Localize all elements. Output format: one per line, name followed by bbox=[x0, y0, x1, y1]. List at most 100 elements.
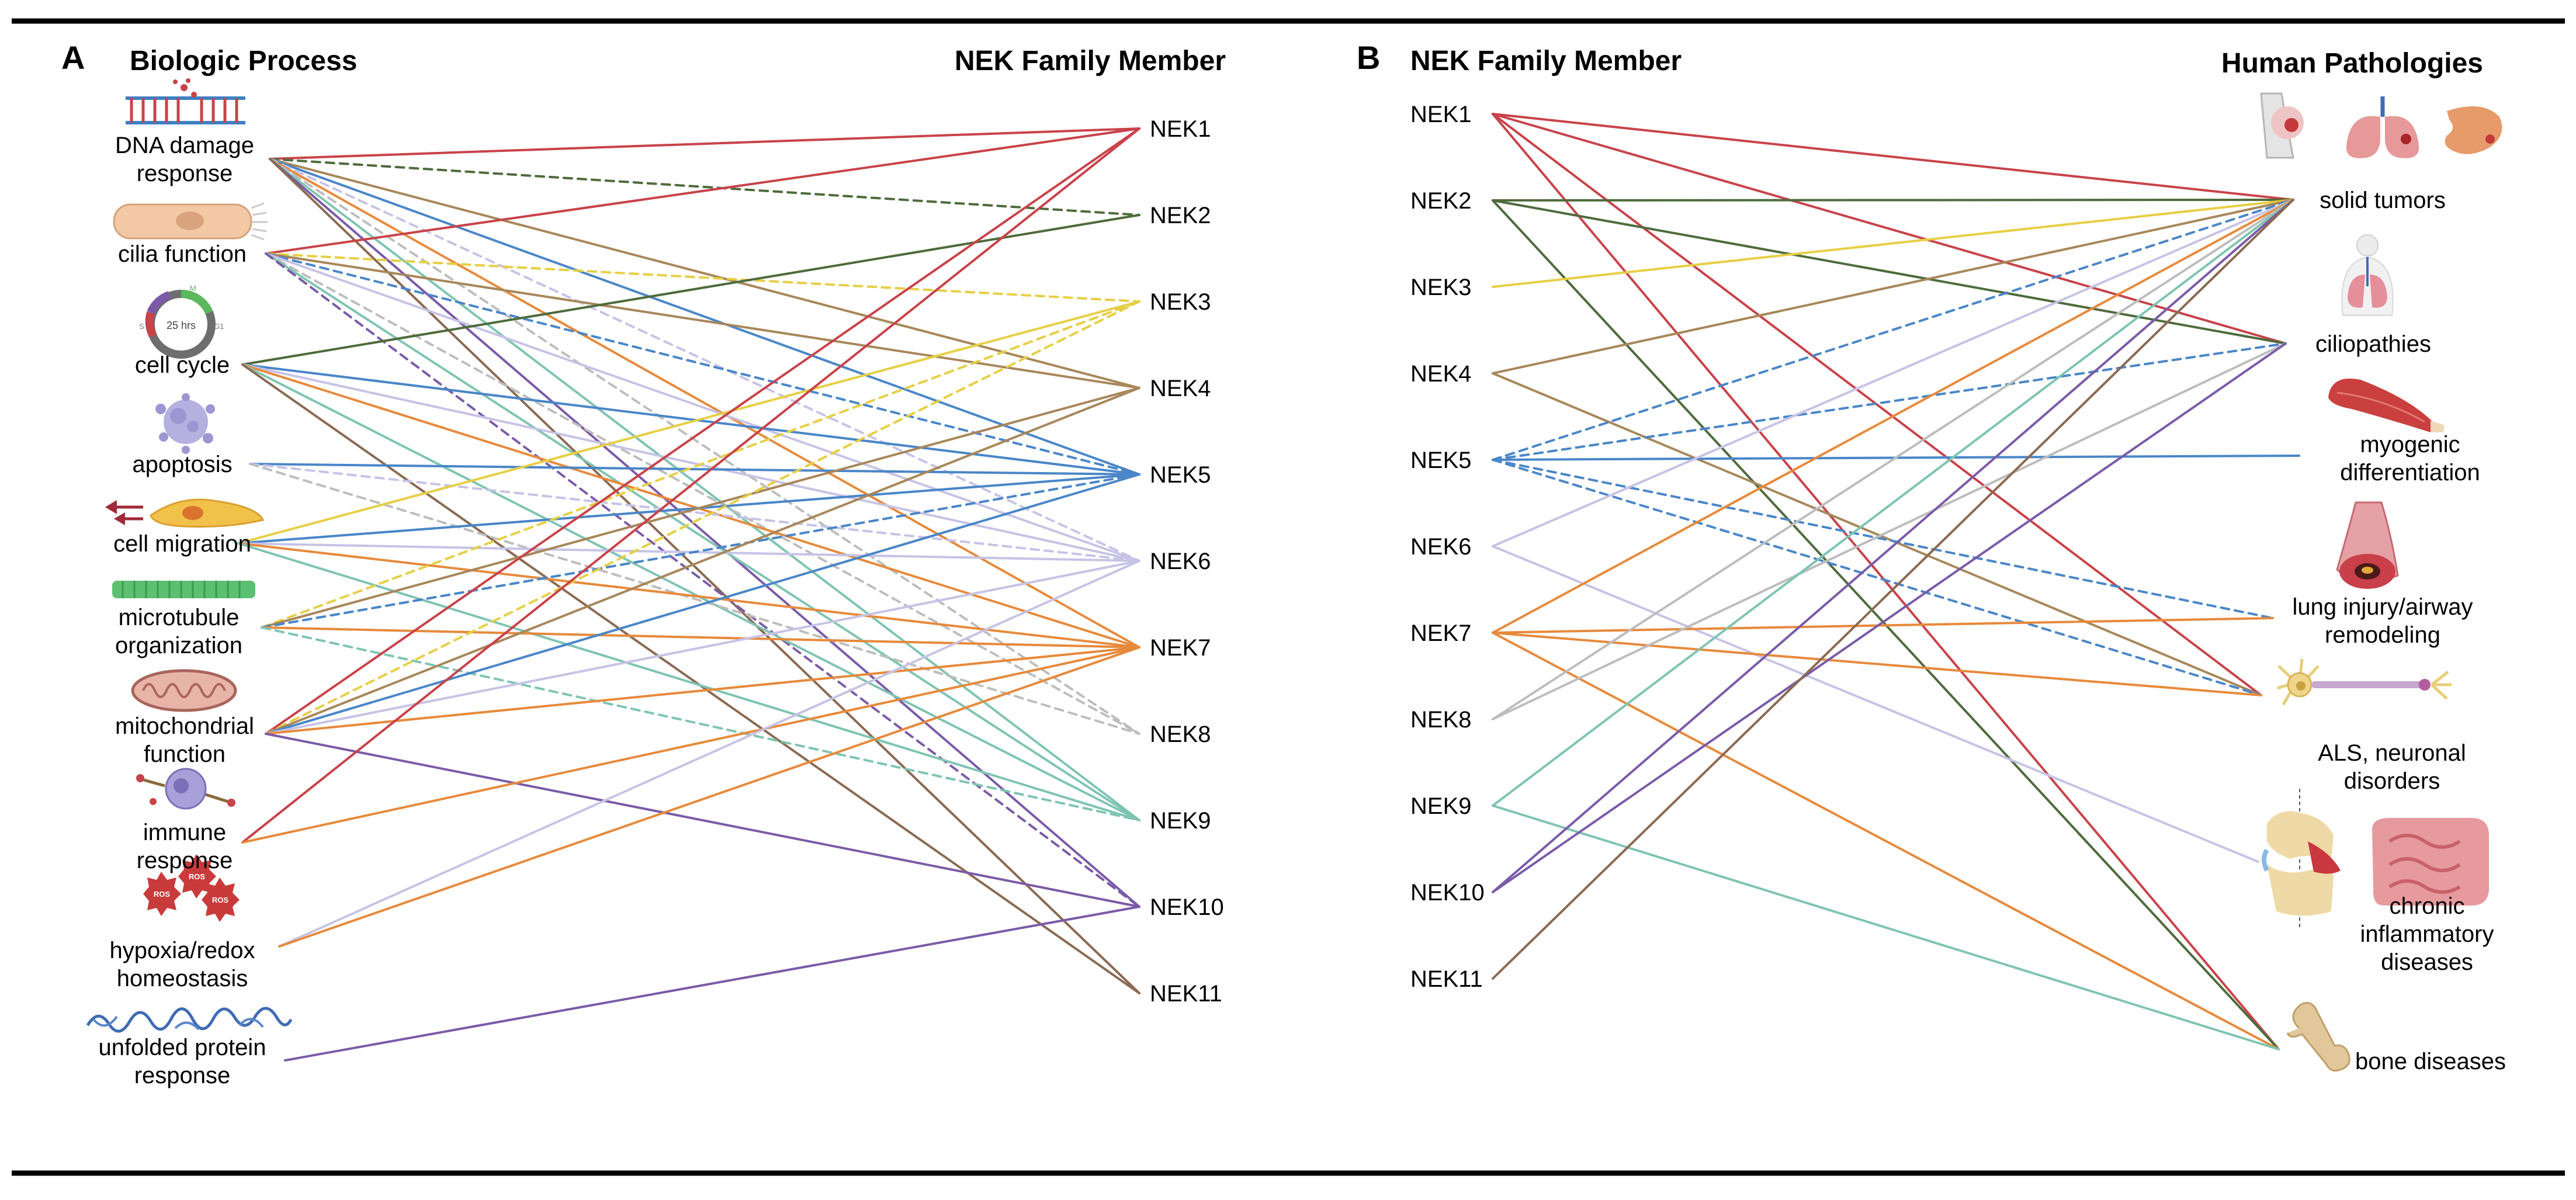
connection-migr-nek7 bbox=[237, 542, 1140, 648]
connection-dna-nek1 bbox=[269, 127, 1140, 160]
connection-cilia-nek9 bbox=[265, 252, 1140, 821]
joint-intestine-icon bbox=[2262, 789, 2489, 929]
panel-b-right-header: Human Pathologies bbox=[2221, 48, 2483, 79]
muscle-icon bbox=[2328, 379, 2445, 432]
connection-nek1-bone bbox=[1492, 113, 2280, 1050]
connection-nek3-solid bbox=[1492, 199, 2294, 288]
connection-mito-nek7 bbox=[265, 646, 1140, 735]
connection-migr-nek5 bbox=[237, 473, 1140, 544]
panel-b-nek-label-nek9: NEK9 bbox=[1410, 793, 1472, 819]
connection-dna-nek9 bbox=[269, 158, 1140, 821]
dna-icon bbox=[126, 78, 245, 124]
connection-dna-nek4 bbox=[269, 158, 1140, 389]
panel-a-letter: A bbox=[61, 39, 85, 76]
connection-nek7-solid bbox=[1492, 199, 2294, 634]
process-label-cell-cycle: cell cycle bbox=[135, 352, 230, 378]
process-label-cilia-function: cilia function bbox=[118, 241, 247, 267]
connection-dna-nek11 bbox=[269, 158, 1140, 994]
panel-a-nek-label-nek7: NEK7 bbox=[1150, 635, 1211, 661]
cell-cycle-phase-g1: G1 bbox=[214, 322, 224, 331]
panel-b-nek-label-nek5: NEK5 bbox=[1410, 448, 1472, 473]
connection-mito-nek3 bbox=[265, 300, 1140, 735]
panel-a-nek-label-nek10: NEK10 bbox=[1150, 894, 1224, 920]
panel-b-nek-label-nek3: NEK3 bbox=[1410, 275, 1472, 300]
immune-cell-icon bbox=[136, 768, 235, 810]
panel-a-left-header: Biologic Process bbox=[130, 46, 357, 77]
mitochondrion-icon bbox=[131, 669, 237, 712]
respiratory-system-icon bbox=[2341, 234, 2394, 316]
connection-micro-nek3 bbox=[261, 300, 1140, 629]
panel-a-nek-label-nek2: NEK2 bbox=[1150, 203, 1211, 228]
panel-a-nek-label-nek9: NEK9 bbox=[1150, 808, 1211, 834]
connection-cycle-nek2 bbox=[241, 214, 1140, 366]
panel-a-nek-label-nek3: NEK3 bbox=[1150, 289, 1211, 315]
panel-b-nek-label-nek4: NEK4 bbox=[1410, 361, 1472, 387]
panel-a-right-header: NEK Family Member bbox=[955, 46, 1226, 77]
connection-nek7-als bbox=[1492, 632, 2262, 696]
panel-a: A Biologic Process NEK Family Member bbox=[61, 39, 1226, 1088]
connection-migr-nek9 bbox=[237, 542, 1140, 821]
connection-mito-nek6 bbox=[265, 560, 1140, 735]
ros-icon-label-2: ROS bbox=[189, 872, 206, 881]
cell-cycle-icon-label: 25 hrs bbox=[167, 320, 196, 331]
connection-cilia-nek3 bbox=[265, 252, 1140, 303]
panel-a-nek-label-nek5: NEK5 bbox=[1150, 462, 1211, 488]
connection-nek4-solid bbox=[1492, 199, 2294, 374]
connection-nek4-als bbox=[1492, 372, 2262, 696]
connection-nek5-solid bbox=[1492, 199, 2294, 461]
panel-a-nek-label-nek1: NEK1 bbox=[1150, 116, 1211, 142]
airway-icon bbox=[2336, 501, 2399, 589]
panel-b-nek-label-nek6: NEK6 bbox=[1410, 534, 1472, 560]
connection-migr-nek6 bbox=[237, 542, 1140, 562]
panel-b-nek-label-nek8: NEK8 bbox=[1410, 707, 1472, 733]
connection-mito-nek4 bbox=[265, 387, 1140, 735]
panel-a-nek-label-nek4: NEK4 bbox=[1150, 376, 1211, 401]
neuron-icon bbox=[2277, 658, 2452, 706]
connection-nek10-cilio bbox=[1492, 342, 2287, 893]
connection-dna-nek6 bbox=[269, 158, 1140, 562]
connection-nek6-solid bbox=[1492, 199, 2294, 547]
connection-micro-nek4 bbox=[261, 387, 1140, 629]
connection-micro-nek7 bbox=[261, 626, 1140, 648]
panel-a-nek-label-nek11: NEK11 bbox=[1150, 981, 1222, 1007]
pathology-label-bone-diseases: bone diseases bbox=[2355, 1049, 2506, 1074]
connection-nek8-solid bbox=[1492, 199, 2294, 720]
connection-nek11-solid bbox=[1492, 199, 2294, 980]
cell-cycle-phase-s: S bbox=[139, 322, 144, 331]
connection-micro-nek9 bbox=[261, 626, 1140, 821]
microtubule-icon bbox=[112, 581, 255, 598]
connection-cilia-nek10 bbox=[265, 252, 1140, 908]
panel-b-nek-label-nek1: NEK1 bbox=[1410, 102, 1472, 127]
connection-nek5-als bbox=[1492, 459, 2262, 696]
connection-nek8-cilio bbox=[1492, 342, 2287, 720]
connection-immune-nek7 bbox=[241, 646, 1140, 844]
apoptotic-cell-icon bbox=[155, 393, 215, 454]
connection-hypoxia-nek7 bbox=[278, 646, 1140, 948]
connection-nek1-solid bbox=[1492, 113, 2294, 201]
panel-b-nek-label-nek7: NEK7 bbox=[1410, 620, 1472, 646]
connection-apop-nek8 bbox=[249, 463, 1140, 735]
ros-icon: ROS ROS ROS bbox=[143, 854, 240, 922]
connection-nek1-als bbox=[1492, 113, 2262, 696]
migrating-cell-icon bbox=[105, 498, 265, 528]
panel-b-nek-label-nek2: NEK2 bbox=[1410, 188, 1472, 214]
connection-nek5-lung bbox=[1492, 459, 2274, 619]
ciliated-cell-icon bbox=[113, 202, 268, 241]
unfolded-protein-icon bbox=[86, 1007, 293, 1033]
pathology-label-solid-tumors: solid tumors bbox=[2320, 188, 2446, 213]
connection-dna-nek2 bbox=[269, 158, 1140, 216]
connection-hypoxia-nek6 bbox=[278, 560, 1140, 948]
panel-b-nek-label-nek11: NEK11 bbox=[1410, 966, 1483, 992]
connection-nek6-chronic bbox=[1492, 545, 2259, 863]
panel-a-connections bbox=[237, 127, 1140, 1062]
panel-b: B NEK Family Member Human Pathologies NE… bbox=[1357, 39, 2506, 1074]
connection-cilia-nek4 bbox=[265, 252, 1140, 389]
connection-cilia-nek5 bbox=[265, 252, 1140, 476]
